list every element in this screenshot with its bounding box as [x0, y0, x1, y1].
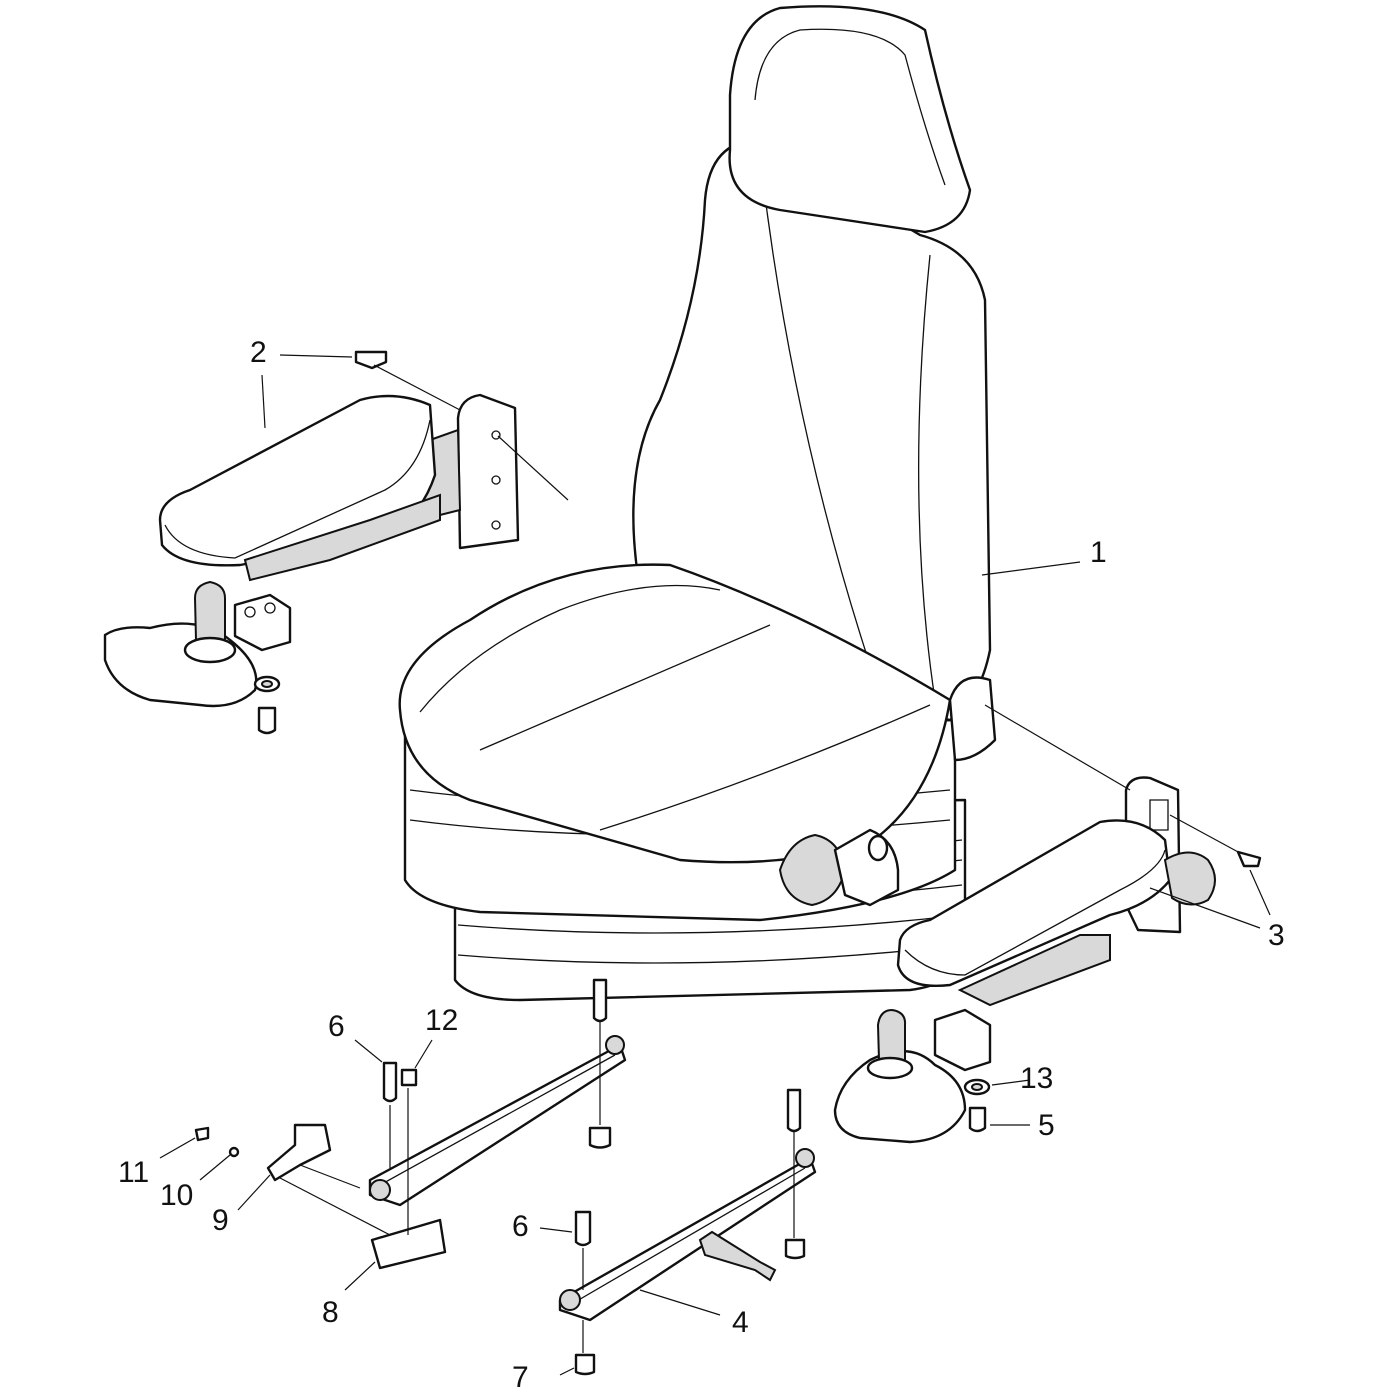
callout-12: 12 [425, 1004, 458, 1037]
right-armrest [833, 704, 1262, 1144]
callout-6-left: 6 [328, 1010, 345, 1043]
callout-13: 13 [1020, 1062, 1053, 1095]
callout-3: 3 [1268, 919, 1285, 952]
callout-1: 1 [1090, 536, 1107, 569]
callout-4: 4 [732, 1306, 749, 1339]
callout-11: 11 [118, 1156, 149, 1189]
callout-labels: 1 2 3 4 5 6 6 7 8 9 10 11 12 13 [118, 336, 1285, 1394]
callout-10: 10 [160, 1179, 193, 1212]
right-slide-rail [558, 1088, 817, 1376]
seat-assembly [398, 5, 997, 1002]
callout-6-right: 6 [512, 1210, 529, 1243]
callout-2: 2 [250, 336, 267, 369]
callout-leaders [159, 354, 1271, 1376]
left-slide-rail [194, 978, 627, 1270]
callout-5: 5 [1038, 1109, 1055, 1142]
callout-8: 8 [322, 1296, 339, 1329]
callout-9: 9 [212, 1204, 229, 1237]
left-armrest [103, 350, 569, 735]
callout-7: 7 [512, 1361, 529, 1394]
